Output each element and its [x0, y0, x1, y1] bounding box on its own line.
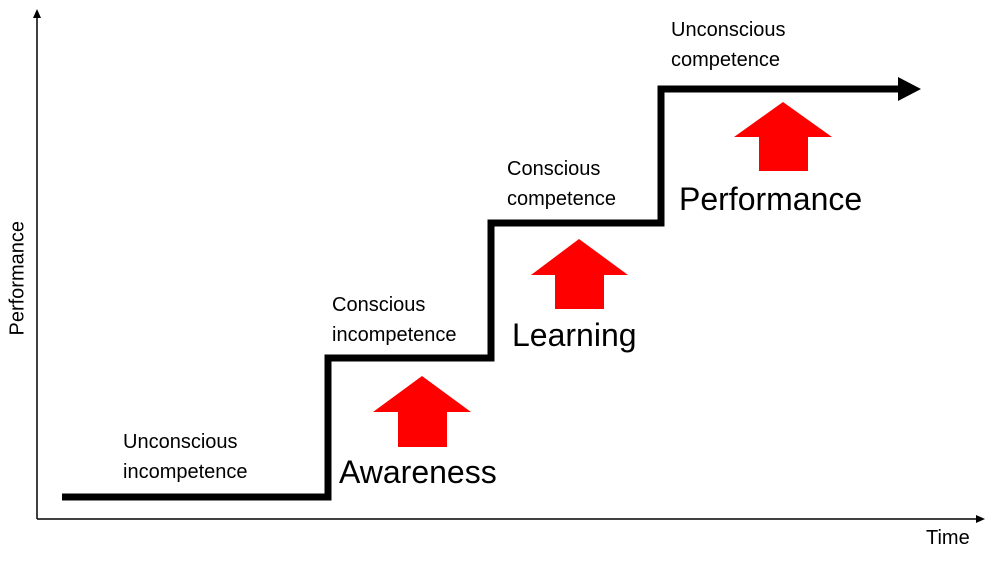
transition-label-learning: Learning: [512, 317, 637, 353]
staircase-arrowhead: [898, 77, 921, 101]
stage-label-line2: competence: [671, 49, 780, 71]
stage-label-unconscious-competence: Unconscious competence: [671, 15, 786, 75]
stage-label-line1: Unconscious: [671, 19, 786, 41]
stage-label-line1: Conscious: [507, 158, 601, 180]
stage-label-line2: incompetence: [332, 324, 457, 346]
stage-label-unconscious-incompetence: Unconscious incompetence: [123, 427, 248, 487]
performance-arrow-icon: [734, 102, 832, 171]
transition-label-performance: Performance: [679, 181, 863, 217]
staircase-line: [62, 85, 900, 501]
awareness-arrow-icon: [373, 376, 471, 447]
x-axis-label: Time: [926, 527, 970, 549]
stage-label-conscious-incompetence: Conscious incompetence: [332, 290, 457, 350]
stage-label-line1: Conscious: [332, 294, 426, 316]
stage-label-line2: incompetence: [123, 461, 248, 483]
stage-label-line2: competence: [507, 188, 616, 210]
y-axis-arrowhead: [33, 9, 41, 18]
x-axis-arrowhead: [976, 515, 985, 523]
transition-label-awareness: Awareness: [339, 454, 497, 490]
learning-arrow-icon: [531, 239, 628, 309]
y-axis-label: Performance: [6, 221, 29, 336]
stage-label-line1: Unconscious: [123, 431, 238, 453]
stage-label-conscious-competence: Conscious competence: [507, 154, 616, 214]
